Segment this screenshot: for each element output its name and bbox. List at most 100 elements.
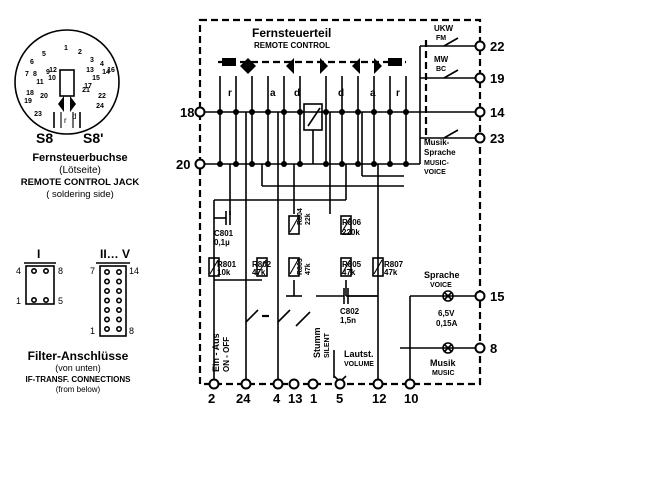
lamp-rating-voltage: 6,5V [438,309,455,318]
resistor-5 [340,215,352,235]
filter-ii-v-label: II… V [100,247,130,261]
r801-name: R801 [217,260,237,269]
r806-value: 220k [342,228,360,237]
on-off-label-de: Ein - Aus [211,333,221,372]
resistor-1 [208,257,220,277]
switch-contact-6 [374,58,382,74]
r802-name: R802 [252,260,272,269]
switch-contact-4 [320,58,328,74]
c801-name: C801 [214,229,234,238]
filter-i-pin-8: 8 [58,266,63,276]
r805-name: R805 [342,260,362,269]
switch-label-2: a [270,88,276,99]
jack-pin-12: 12 [49,67,57,74]
resistor-4 [288,257,300,277]
filter-i-pin-4: 4 [16,266,21,276]
switch-label-5: a [370,88,376,99]
jack-contact-d [70,96,76,112]
terminal-9 [240,378,252,390]
terminal-12-label: 12 [372,391,386,406]
filter-caption-en2: (from below) [56,385,101,394]
jack-pin-24: 24 [96,103,104,110]
terminal-12 [307,378,319,390]
terminal-24-label: 24 [236,391,251,406]
jack-pin-3: 3 [90,57,94,64]
terminal-7 [474,342,486,354]
on-off-label-en: ON - OFF [222,337,231,372]
jack-pin-22: 22 [98,93,106,100]
switch-contact-3 [286,58,294,74]
jack-pin-4: 4 [100,61,104,68]
jack-pin-8: 8 [33,71,37,78]
lamp-voice-de: Sprache [424,270,460,280]
terminal-23-label: 23 [490,131,504,146]
switch-stop-left [222,58,236,66]
switch-contacts [240,58,382,74]
music-label-de: Musik- [424,138,450,147]
filter-ii-can [99,265,127,337]
r803-value: 47k [305,263,312,275]
r806-name: R806 [342,218,362,227]
filter-ii-pin-14: 14 [129,266,139,276]
r807-name: R807 [384,260,404,269]
filter-caption-de2: (von unten) [55,363,101,373]
terminals [194,40,486,390]
fm-label: FM [436,35,446,42]
jack-pin-19: 19 [24,98,32,105]
switch-label-3: d [294,88,300,99]
r805-value: 47k [342,268,356,277]
filter-i-label: I [37,247,40,261]
r804-name: R804 [297,208,304,225]
filter-caption-en: IF-TRANSF. CONNECTIONS [26,375,132,384]
mute-label-en: SILENT [324,332,331,358]
jack-pin-7: 7 [25,71,29,78]
jack-caption-en2: ( soldering side) [46,189,114,200]
unit-title-en: REMOTE CONTROL [254,41,330,50]
on-off-switch [245,309,259,323]
jack-pin-13: 13 [86,67,94,74]
music-label-en: MUSIC- [424,160,450,167]
jack-pin-21: 21 [82,87,90,94]
terminal-15-label: 15 [490,289,504,304]
jack-pin-17: 17 [84,83,92,90]
filter-ii-pin-1: 1 [90,326,95,336]
terminal-14 [372,378,384,390]
terminal-22-label: 22 [490,39,504,54]
jack-pin-11: 11 [36,79,44,86]
c801-value: 0,1µ [214,238,230,247]
c802-value: 1,5n [340,316,356,325]
voice-label-en: VOICE [424,169,446,176]
r807-value: 47k [384,268,398,277]
jack-pin-18: 18 [26,90,34,97]
filter-i-pin-5: 5 [58,296,63,306]
jack-pin-2: 2 [78,49,82,56]
switch-stop-right [388,58,402,66]
mute-label-de: Stumm [312,327,322,358]
terminal-8-label: 8 [490,341,497,356]
jack-pin-23: 23 [34,111,42,118]
ukw-label: UKW [434,24,454,33]
terminal-8 [208,378,220,390]
jack-caption-de: Fernsteuerbuchse [32,152,127,164]
unit-title-de: Fernsteuerteil [252,26,331,40]
jack-pin-14: 14 [102,69,110,76]
jack-pin-6: 6 [30,59,34,66]
r804-value: 22k [305,213,312,225]
jack-caption-en: REMOTE CONTROL JACK [21,177,140,188]
jack-contact-r [58,96,64,112]
terminal-2 [474,40,486,52]
music-lamp [442,342,454,354]
resistor-3 [288,215,300,235]
jack-pin-10: 10 [48,75,56,82]
jack-pin-16: 16 [107,67,115,74]
terminal-13-label: 13 [288,391,302,406]
jack-pin-r-label: r [64,116,67,125]
jack-pin-d-label: d [72,112,76,121]
lamp-voice-en: VOICE [430,282,452,289]
r801-value: 10k [217,268,231,277]
switch-label-4: d [338,88,344,99]
terminal-1 [194,158,206,170]
volume-label-en: VOLUME [344,361,374,368]
